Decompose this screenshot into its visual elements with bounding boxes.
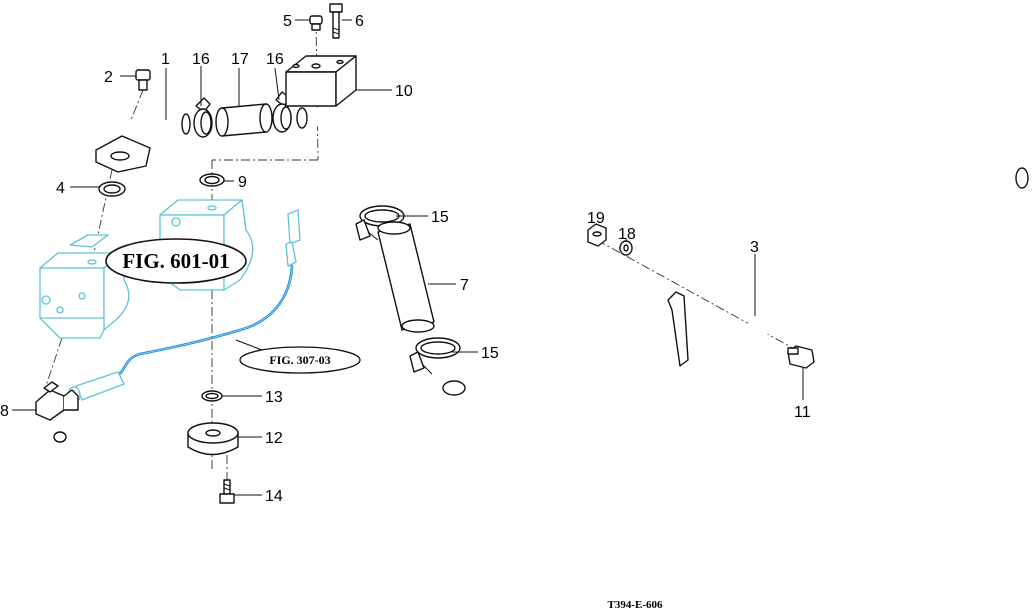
callout-16-left: 16 <box>192 51 210 68</box>
callout-15-lower: 15 <box>481 345 499 362</box>
part-2-plug <box>135 69 151 91</box>
callout-1: 1 <box>161 51 170 68</box>
fig-601-01-label: FIG. 601-01 <box>122 249 229 273</box>
callout-10: 10 <box>395 83 413 100</box>
part-14-bolt <box>219 479 235 504</box>
callout-11: 11 <box>794 404 811 421</box>
callout-17: 17 <box>231 51 249 68</box>
callout-numbers: 1 2 3 4 5 6 7 8 9 10 11 12 13 14 15 15 1… <box>0 13 811 505</box>
callout-2: 2 <box>104 69 113 86</box>
drawing-code: T394-E-606 <box>608 599 664 611</box>
callout-5: 5 <box>283 13 292 30</box>
part-5-plug <box>309 15 323 31</box>
part-18-washer <box>619 240 633 256</box>
leader-lines <box>12 19 804 496</box>
callout-7: 7 <box>460 277 469 294</box>
callout-19: 19 <box>587 210 605 227</box>
part-17-hose <box>215 103 273 137</box>
callout-18: 18 <box>618 226 636 243</box>
part-7-hose <box>377 221 435 333</box>
part-9-o-ring <box>199 173 225 187</box>
part-11-bolt <box>787 345 815 369</box>
fig-307-03-label: FIG. 307-03 <box>269 353 330 367</box>
callout-12: 12 <box>265 430 283 447</box>
callout-16-right: 16 <box>266 51 284 68</box>
callout-8: 8 <box>0 403 9 420</box>
part-3-exhaust-pipe <box>442 167 1032 430</box>
part-4-o-ring <box>98 181 126 197</box>
part-1-elbow <box>95 113 195 173</box>
callout-6: 6 <box>355 13 364 30</box>
part-19-nut <box>587 223 607 247</box>
callout-4: 4 <box>56 180 65 197</box>
fig-307-03-reference[interactable]: FIG. 307-03 <box>239 346 361 374</box>
fig-601-01-reference[interactable]: FIG. 601-01 <box>105 238 247 284</box>
return-hose-line <box>35 431 227 549</box>
part-13-o-ring <box>201 390 223 402</box>
callout-3: 3 <box>750 239 759 256</box>
callout-15-upper: 15 <box>431 209 449 226</box>
part-10-manifold-pipe <box>285 54 376 198</box>
part-15-clamp-lower <box>409 337 461 375</box>
part-6-bolt <box>329 3 343 39</box>
callout-14: 14 <box>265 488 283 505</box>
part-12-adapter <box>187 422 239 456</box>
part-16-clamp-left <box>193 97 213 138</box>
part-8-elbow-fitting <box>35 381 79 421</box>
callout-9: 9 <box>238 174 247 191</box>
part-15-clamp-upper <box>355 205 405 241</box>
callout-13: 13 <box>265 389 283 406</box>
